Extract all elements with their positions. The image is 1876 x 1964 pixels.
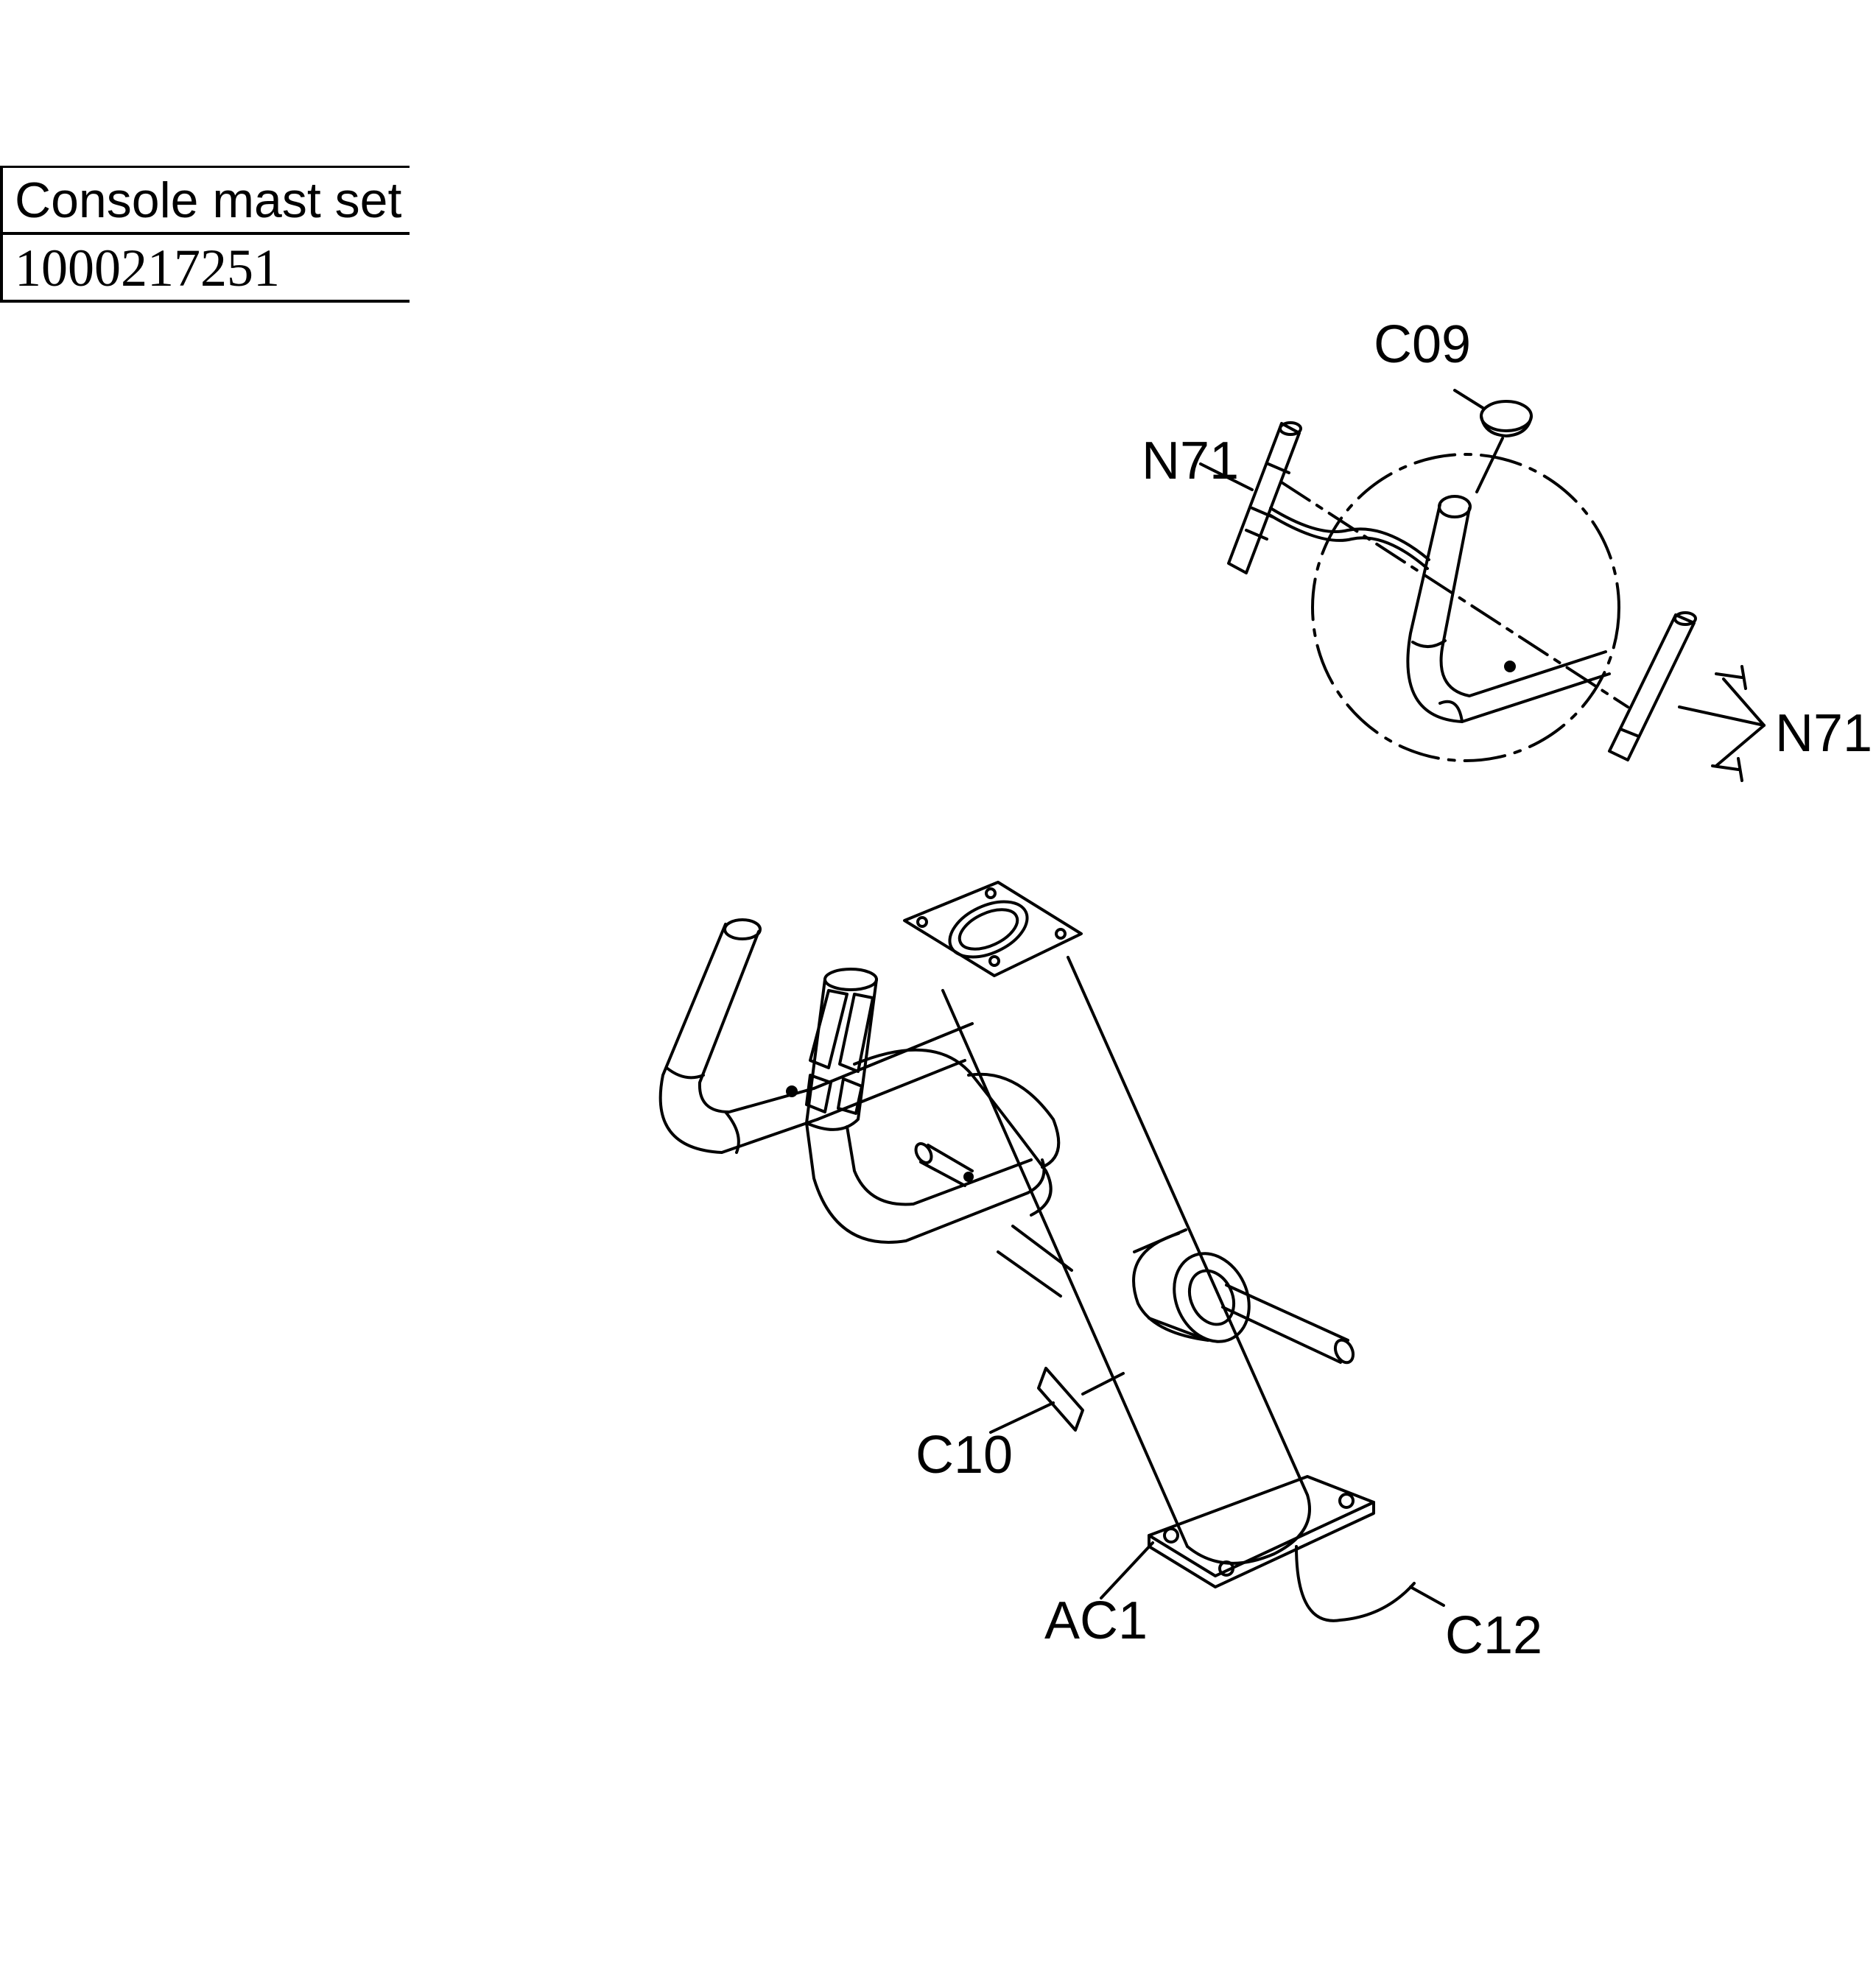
c09-end-cap [1480, 400, 1533, 432]
c10-sticker [1037, 1367, 1084, 1432]
leader-n71-right-2 [1715, 724, 1766, 767]
pivot-bushing [1173, 1252, 1251, 1343]
detail-circle [1311, 453, 1620, 762]
leader-n71-right-1 [1722, 677, 1766, 727]
callout-ac1: AC1 [1044, 1591, 1148, 1650]
c12-cable [1295, 1545, 1416, 1622]
detail-center-bolt [1504, 661, 1516, 672]
detail-handlebar-tube [1406, 503, 1611, 723]
callout-c09: C09 [1374, 315, 1471, 374]
bottom-mounting-plate [1148, 1475, 1375, 1577]
leader-n71-left [1199, 462, 1254, 491]
leader-ac1 [1100, 1541, 1154, 1599]
n71-left-pulse-sensor [1227, 421, 1430, 574]
pivot-axle [1221, 1284, 1349, 1364]
detail-view [1199, 389, 1766, 782]
console-mast-assembly [658, 881, 1445, 1622]
callout-n71-right: N71 [1775, 704, 1872, 763]
part-name: Console mast set [15, 172, 402, 228]
top-plate-slot [948, 900, 1029, 959]
n71-right-pulse-sensor [1608, 611, 1747, 782]
main-mast-tube [941, 956, 1309, 1548]
handlebar [658, 918, 1073, 1298]
title-row-name: Console mast set [3, 166, 410, 235]
callout-c12: C12 [1445, 1606, 1542, 1665]
title-row-number: 1000217251 [3, 235, 410, 303]
detail-center-line [1280, 481, 1629, 708]
leader-c12 [1409, 1585, 1445, 1607]
callout-c10: C10 [916, 1426, 1013, 1485]
leader-n71-right-3 [1678, 705, 1766, 727]
leader-c09 [1453, 389, 1486, 410]
leader-c10 [989, 1401, 1055, 1434]
callout-n71-left: N71 [1142, 432, 1239, 490]
part-number: 1000217251 [15, 239, 280, 298]
title-block: Console mast set 1000217251 [0, 166, 410, 303]
detail-tube-opening [1438, 495, 1472, 518]
